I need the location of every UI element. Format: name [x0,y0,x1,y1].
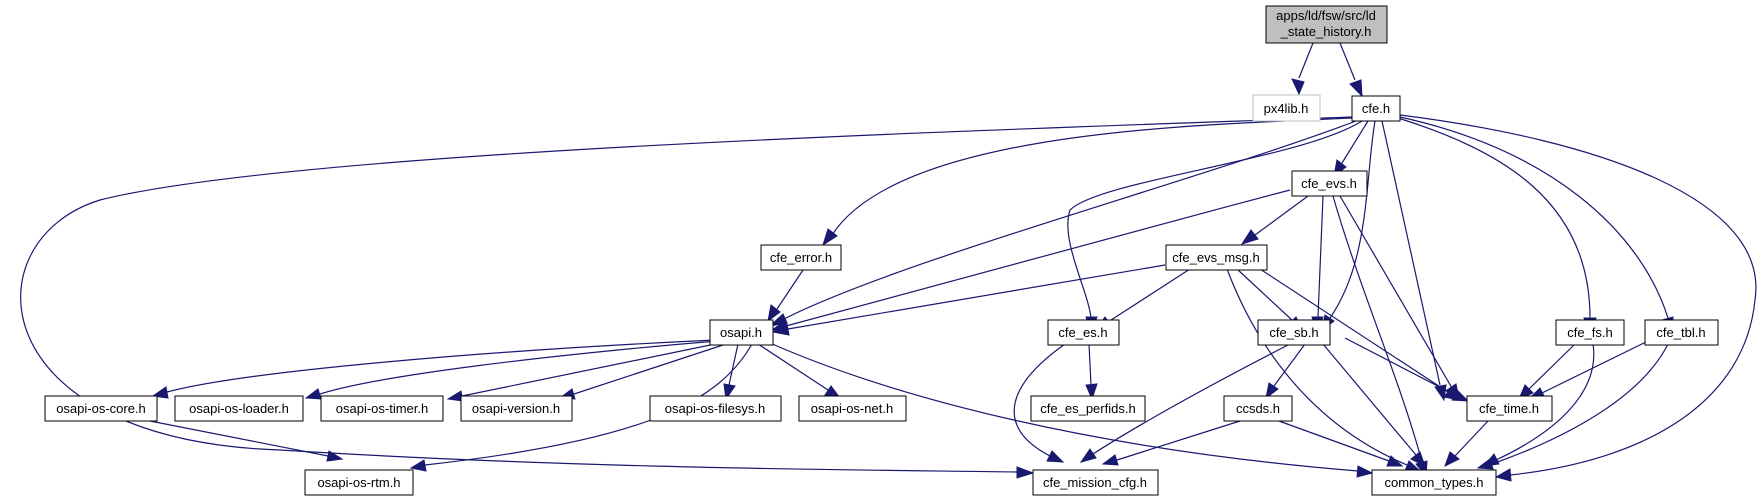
node-cfe_tbl-label: cfe_tbl.h [1656,325,1705,340]
edge-osapi_os_core-osapi_os_rtm [149,420,329,457]
node-cfe_mission_cfg[interactable]: cfe_mission_cfg.h [1032,469,1159,496]
edges [20,42,1757,482]
edge-osapi-osapi_os_filesys [728,343,739,386]
edge-cfe-osapi [783,120,1357,320]
edge-root-px4lib [1298,42,1314,79]
node-osapi-os-loader[interactable]: osapi-os-loader.h [174,395,304,422]
edge-cfe-cfe_fs [1397,117,1591,319]
edge-cfe_sb-common_types [1322,343,1417,456]
edge-cfe_sb-cfe_time [1344,337,1456,396]
node-cfe_es-label: cfe_es.h [1058,325,1107,340]
node-osapi-version[interactable]: osapi-version.h [460,395,573,422]
node-osapi-os-net-label: osapi-os-net.h [811,401,893,416]
node-root-line2: _state_history.h [1280,24,1372,39]
edge-cfe_evs_msg-cfe_es [1107,268,1191,323]
node-osapi-os-timer[interactable]: osapi-os-timer.h [320,395,444,422]
node-cfe_time-label: cfe_time.h [1479,401,1539,416]
node-cfe_fs[interactable]: cfe_fs.h [1555,319,1625,346]
edge-cfe-cfe_error [831,117,1353,236]
edge-osapi-osapi_os_core [166,339,716,393]
edge-cfe_evs_msg-cfe_time [1259,268,1449,393]
edge-osapi-osapi_os_net [757,343,829,391]
node-cfe_tbl[interactable]: cfe_tbl.h [1644,319,1719,346]
node-common_types-label: common_types.h [1385,475,1484,490]
node-cfe_error-label: cfe_error.h [770,250,832,265]
node-osapi-os-core-label: osapi-os-core.h [56,401,146,416]
nodes: apps/ld/fsw/src/ld _state_history.h px4l… [44,5,1719,496]
node-osapi[interactable]: osapi.h [709,319,774,346]
node-cfe_fs-label: cfe_fs.h [1567,325,1613,340]
edge-cfe-cfe_sb [1329,120,1376,319]
edge-cfe-common_types [1399,114,1757,476]
node-cfe_time[interactable]: cfe_time.h [1466,395,1553,422]
edge-cfe_evs-cfe_time [1339,195,1453,389]
node-osapi-os-filesys-label: osapi-os-filesys.h [665,401,765,416]
node-ccsds-label: ccsds.h [1236,401,1280,416]
node-cfe_es_perfids-label: cfe_es_perfids.h [1040,401,1135,416]
node-osapi-os-net[interactable]: osapi-os-net.h [798,395,907,422]
edge-cfe-cfe_tbl [1399,116,1669,319]
edge-cfe-cfe_time [1381,120,1441,386]
node-ccsds[interactable]: ccsds.h [1223,395,1293,422]
node-osapi-label: osapi.h [720,325,762,340]
edge-cfe_evs_msg-osapi [787,264,1166,330]
edge-cfe_fs-cfe_time [1528,343,1576,390]
edge-cfe_evs-osapi [785,189,1291,327]
node-cfe[interactable]: cfe.h [1351,95,1401,122]
node-osapi-os-core[interactable]: osapi-os-core.h [44,395,158,422]
node-cfe_es_perfids[interactable]: cfe_es_perfids.h [1030,395,1146,422]
edge-ccsds-cfe_mission_cfg [1116,420,1241,461]
edge-cfe_evs_msg-cfe_sb [1236,268,1294,322]
node-osapi-version-label: osapi-version.h [472,401,560,416]
node-px4lib: px4lib.h [1252,94,1321,122]
edge-cfe_evs-common_types [1332,195,1423,463]
edge-cfe_tbl-common_types [1491,343,1669,465]
node-osapi-os-loader-label: osapi-os-loader.h [189,401,289,416]
node-cfe_sb[interactable]: cfe_sb.h [1257,319,1331,346]
edge-cfe_error-osapi [776,269,804,310]
edge-osapi-osapi_version [573,343,727,395]
edge-cfe_evs-cfe_sb [1317,195,1324,318]
edge-cfe_es-cfe_mission_cfg [1013,343,1066,457]
edge-cfe_evs-cfe_evs_msg [1254,195,1309,236]
node-osapi-os-timer-label: osapi-os-timer.h [336,401,428,416]
edge-cfe_es-cfe_es_perfids [1088,343,1092,386]
node-cfe_evs_msg[interactable]: cfe_evs_msg.h [1165,244,1268,271]
node-cfe-label: cfe.h [1362,101,1390,116]
node-cfe_evs[interactable]: cfe_evs.h [1291,170,1368,197]
edge-cfe-cfe_mission_cfg [20,116,1353,473]
node-cfe_evs-label: cfe_evs.h [1301,176,1357,191]
node-cfe_es[interactable]: cfe_es.h [1047,319,1120,346]
node-common_types[interactable]: common_types.h [1371,469,1497,496]
edge-cfe-cfe_evs [1341,120,1369,164]
edge-ccsds-common_types [1278,420,1390,462]
edge-osapi-osapi_os_loader [319,340,718,395]
node-cfe_mission_cfg-label: cfe_mission_cfg.h [1043,475,1147,490]
edge-cfe_tbl-cfe_time [1541,339,1651,394]
edge-cfe_fs-common_types [1495,343,1595,461]
node-root-line1: apps/ld/fsw/src/ld [1276,8,1376,23]
edge-osapi-common_types [769,342,1359,472]
node-osapi-os-filesys[interactable]: osapi-os-filesys.h [649,395,782,422]
edge-cfe_evs_msg-common_types [1226,268,1408,466]
node-cfe_evs_msg-label: cfe_evs_msg.h [1172,250,1259,265]
node-root-file[interactable]: apps/ld/fsw/src/ld _state_history.h [1265,5,1388,44]
node-osapi-os-rtm[interactable]: osapi-os-rtm.h [304,469,414,496]
edge-osapi-osapi_os_timer [461,342,721,397]
node-px4lib-label: px4lib.h [1264,101,1309,116]
edge-cfe_sb-ccsds [1273,343,1306,387]
node-cfe_error[interactable]: cfe_error.h [760,244,842,271]
edge-cfe_sb-cfe_mission_cfg [1092,343,1291,455]
edge-root-cfe [1339,42,1356,81]
edge-cfe-cfe_es [1067,120,1363,319]
edge-cfe_time-common_types [1454,420,1489,457]
node-osapi-os-rtm-label: osapi-os-rtm.h [317,475,400,490]
node-cfe_sb-label: cfe_sb.h [1269,325,1318,340]
